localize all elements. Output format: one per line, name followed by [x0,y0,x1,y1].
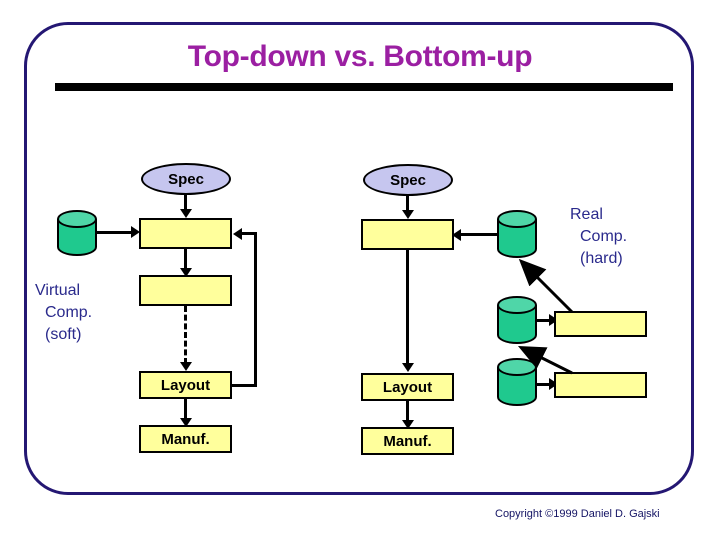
arrowhead-bottomup-spec-to-step1 [402,210,414,219]
cylinder-real-library-3 [497,358,537,406]
caption-real-line3: (hard) [580,250,623,267]
cylinder-top [497,296,537,314]
node-bottomup-spec[interactable]: Spec [363,164,453,196]
cylinder-top [497,210,537,228]
caption-virtual-comp: Virtual Comp. (soft) [35,280,92,346]
arrowhead-feedback-into-step1 [233,228,242,240]
caption-real-comp: Real Comp. (hard) [570,204,627,270]
node-topdown-manuf[interactable]: Manuf. [139,425,232,453]
edge-reallib1-to-bottomup-step1 [457,233,498,236]
page-title: Top-down vs. Bottom-up [187,40,533,73]
edge-topdown-step1-to-step2 [184,249,187,270]
arrowhead-virtuallib-to-step1 [131,226,140,238]
arrowhead-reallib3-to-rightbox2 [549,378,558,390]
arrowhead-topdown-spec-to-step1 [180,209,192,218]
node-topdown-step1[interactable] [139,218,232,249]
edge-bottomup-layout-to-manuf [406,401,409,422]
edge-virtuallib-to-step1 [97,231,133,234]
caption-virtual-line1: Virtual [35,282,81,299]
node-topdown-spec[interactable]: Spec [141,163,231,195]
edge-bottomup-spec-to-step1 [406,196,409,212]
node-bottomup-manuf[interactable]: Manuf. [361,427,454,455]
edge-reallib3-to-rightbox2 [537,383,554,386]
arrowhead-reallib2-to-rightbox1 [549,314,558,326]
caption-real-line1: Real [570,206,603,223]
edge-feedback-riser [254,232,257,386]
slide-frame-border [24,22,694,495]
arrowhead-bottomup-step1-to-layout [402,363,414,372]
caption-virtual-line2: Comp. [45,304,93,321]
edge-reallib2-to-rightbox1 [537,319,554,322]
cylinder-real-library-2 [497,296,537,344]
arrowhead-topdown-layout-to-manuf [180,418,192,427]
cylinder-top [57,210,97,228]
copyright-notice: Copyright ©1999 Daniel D. Gajski [495,508,660,520]
edge-topdown-spec-to-step1 [184,195,187,211]
arrowhead-bottomup-layout-to-manuf [402,420,414,429]
arrowhead-topdown-step2-to-layout [180,362,192,371]
cylinder-real-library-1 [497,210,537,258]
node-bottomup-layout[interactable]: Layout [361,373,454,401]
edge-feedback-layout-out [232,384,257,387]
edge-feedback-into-step1 [242,232,256,235]
node-topdown-step2[interactable] [139,275,232,306]
edge-topdown-step2-to-layout-dashed [184,306,187,364]
arrowhead-reallib1-to-bottomup-step1 [452,229,461,241]
caption-virtual-line3: (soft) [45,326,82,343]
title-underline-bar [55,83,673,91]
node-right-box-2[interactable] [554,372,647,398]
caption-real-line2: Comp. [580,228,628,245]
node-right-box-1[interactable] [554,311,647,337]
node-bottomup-step1[interactable] [361,219,454,250]
node-topdown-layout[interactable]: Layout [139,371,232,399]
edge-topdown-layout-to-manuf [184,399,187,420]
edge-bottomup-step1-to-layout [406,250,409,364]
cylinder-top [497,358,537,376]
cylinder-virtual-library [57,210,97,256]
arrowhead-topdown-step1-to-step2 [180,268,192,277]
